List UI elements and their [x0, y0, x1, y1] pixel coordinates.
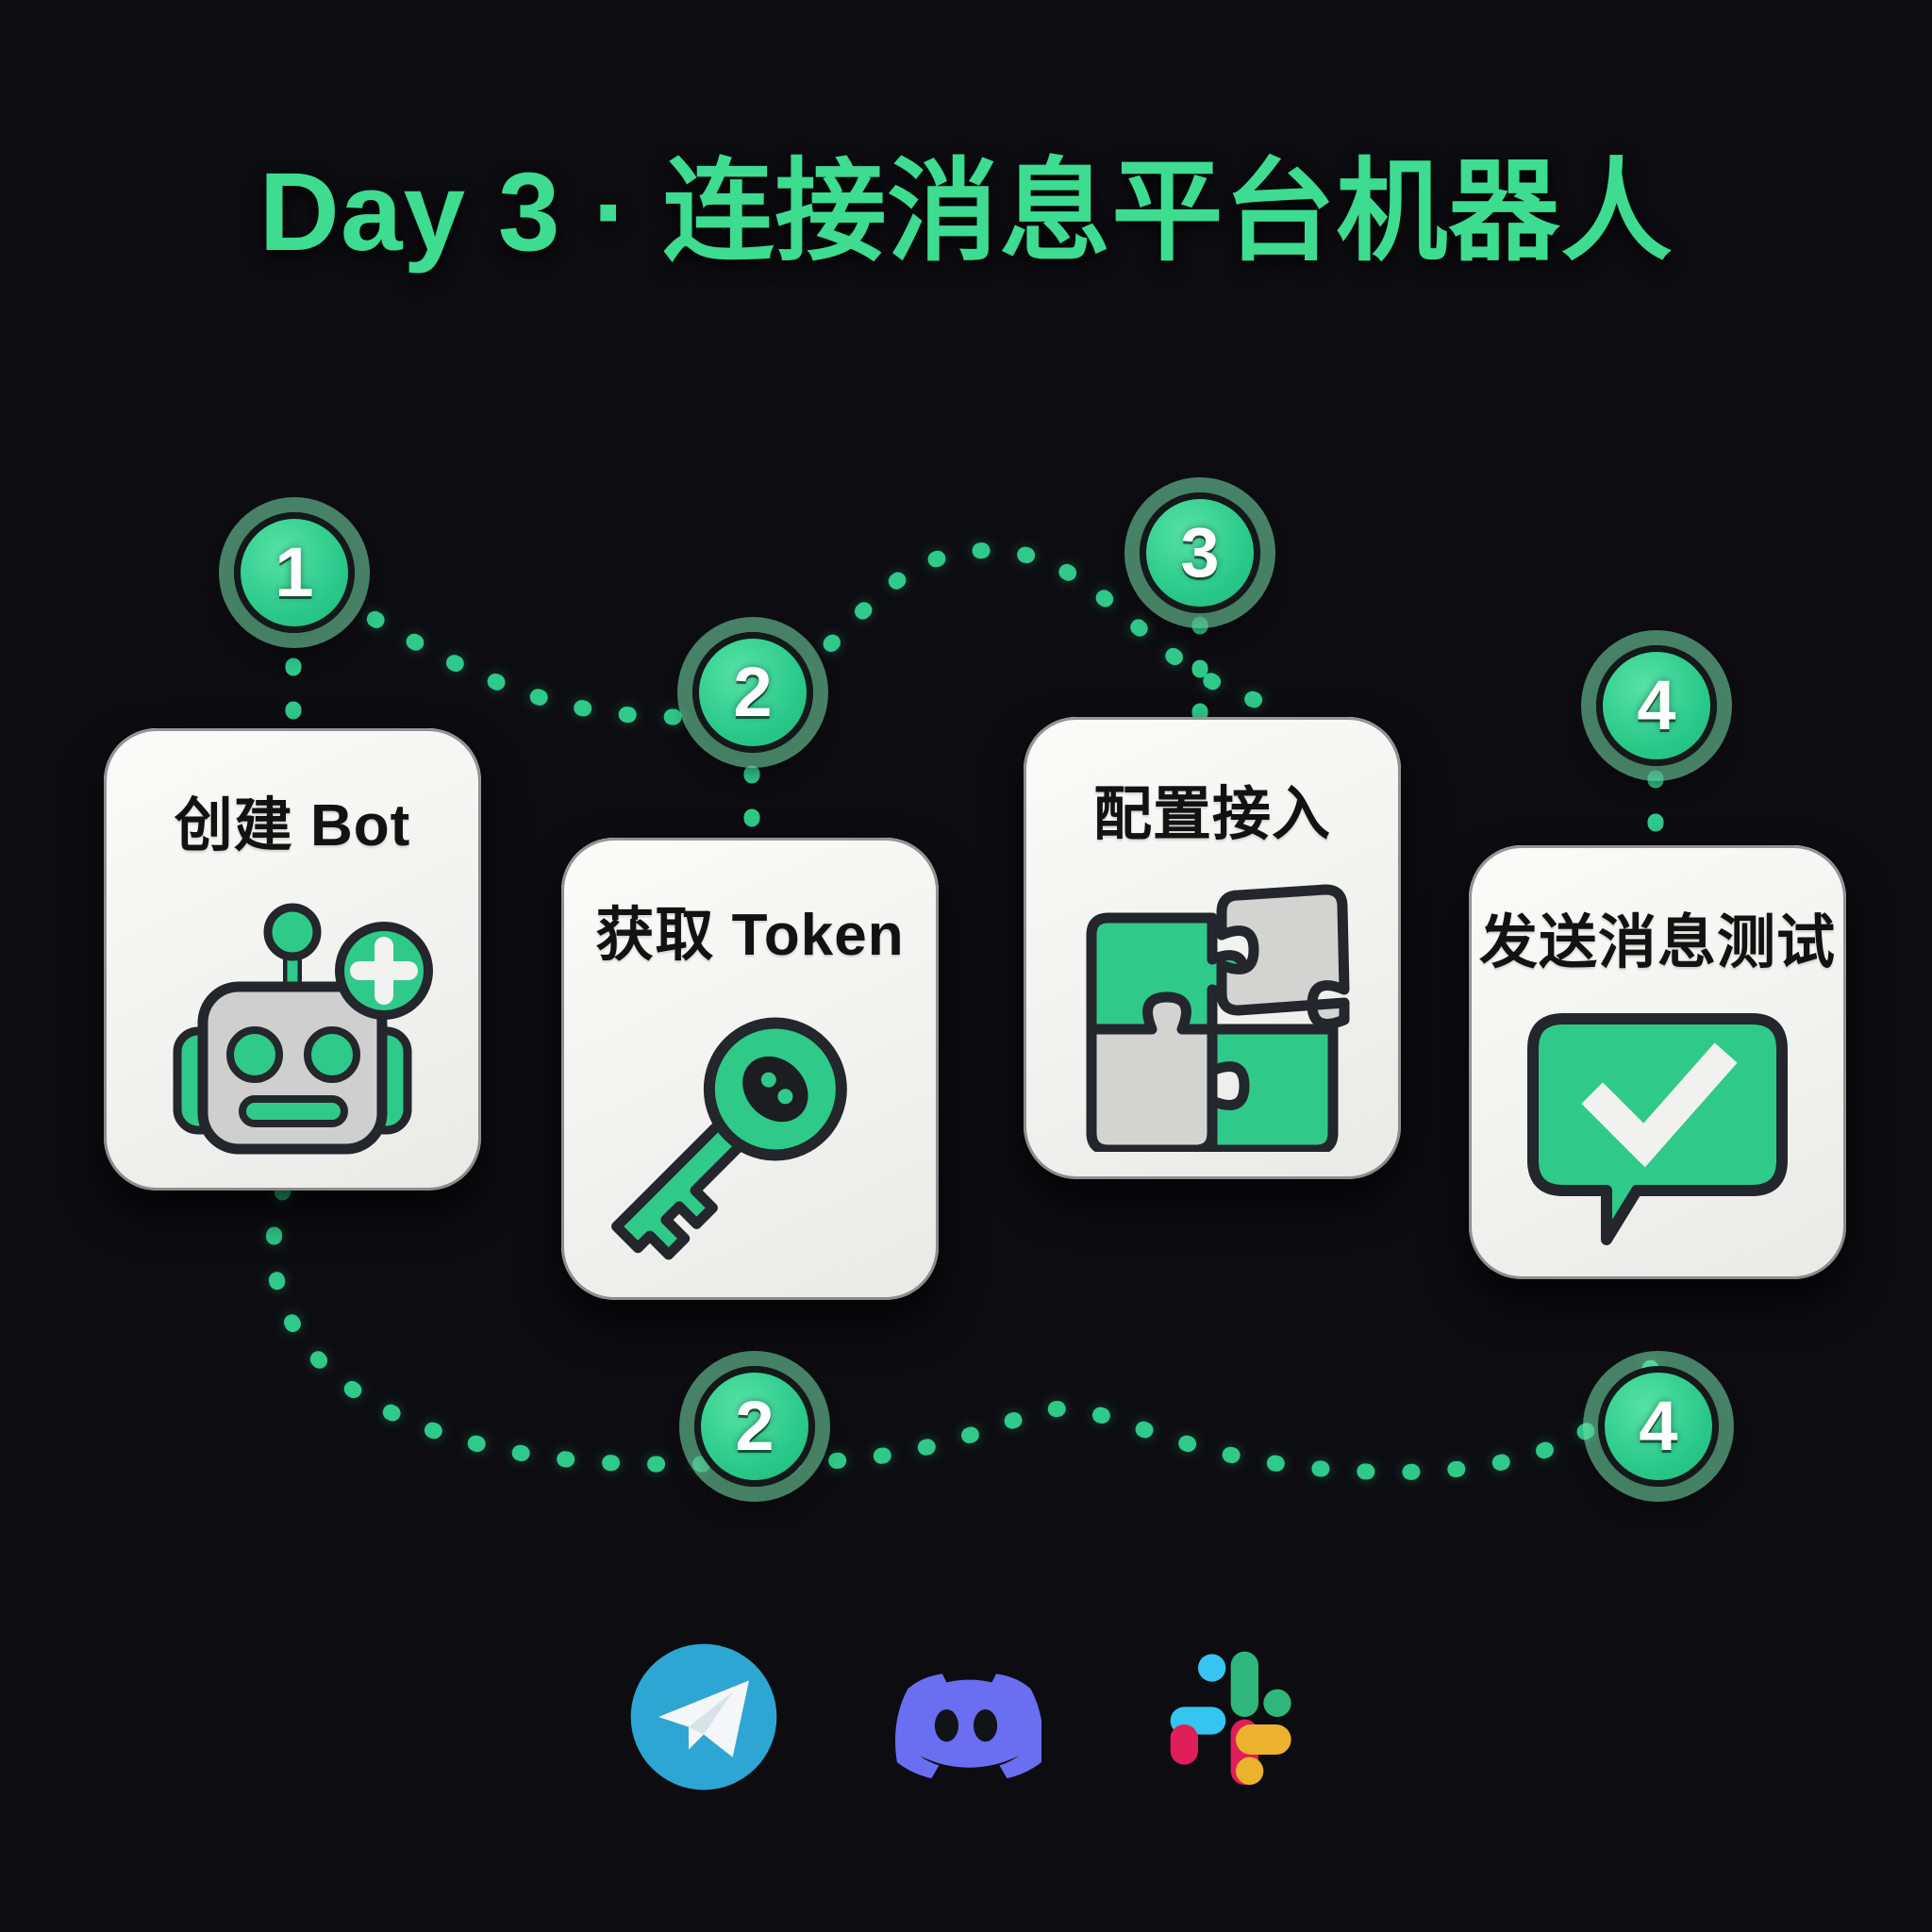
step-card-1[interactable]: 创建 Bot: [104, 728, 481, 1191]
discord-icon[interactable]: [891, 1641, 1041, 1792]
step-card-2-title: 获取 Token: [595, 903, 905, 968]
page-title: Day 3 · 连接消息平台机器人: [258, 150, 1674, 275]
telegram-icon[interactable]: [628, 1641, 779, 1792]
step-card-4-art: [1469, 979, 1846, 1279]
lower-badge-2-number: 2: [735, 1387, 774, 1465]
key-icon: [611, 1017, 847, 1260]
platform-logo-row: [0, 1641, 1932, 1792]
chat-bubble-check-icon: [1527, 1013, 1788, 1245]
step-card-3[interactable]: 配置接入: [1024, 717, 1401, 1179]
robot-plus-icon: [173, 903, 433, 1155]
step-badge-2[interactable]: 2: [692, 632, 813, 753]
lower-badge-2[interactable]: 2: [694, 1366, 815, 1487]
step-card-4-title: 发送消息测试: [1478, 910, 1836, 975]
step-badge-2-number: 2: [733, 653, 773, 731]
step-card-2[interactable]: 获取 Token: [561, 838, 939, 1300]
step-card-1-title: 创建 Bot: [174, 793, 411, 858]
step-badge-4-number: 4: [1637, 666, 1676, 744]
step-badge-1[interactable]: 1: [234, 512, 355, 633]
puzzle-pieces-icon: [1086, 884, 1350, 1152]
step-card-2-art: [561, 972, 939, 1300]
step-card-3-title: 配置接入: [1092, 782, 1331, 847]
step-badge-3-number: 3: [1180, 513, 1220, 591]
step-badge-4[interactable]: 4: [1596, 645, 1717, 766]
lower-badge-4[interactable]: 4: [1598, 1366, 1719, 1487]
step-card-4[interactable]: 发送消息测试: [1469, 845, 1846, 1279]
step-card-1-art: [104, 862, 481, 1191]
step-badge-1-number: 1: [275, 533, 314, 611]
lower-connector-path: [265, 1182, 1669, 1481]
lower-badge-4-number: 4: [1639, 1387, 1678, 1465]
step-badge-3[interactable]: 3: [1140, 492, 1260, 613]
step-card-3-art: [1024, 851, 1401, 1179]
slack-icon[interactable]: [1153, 1641, 1304, 1792]
